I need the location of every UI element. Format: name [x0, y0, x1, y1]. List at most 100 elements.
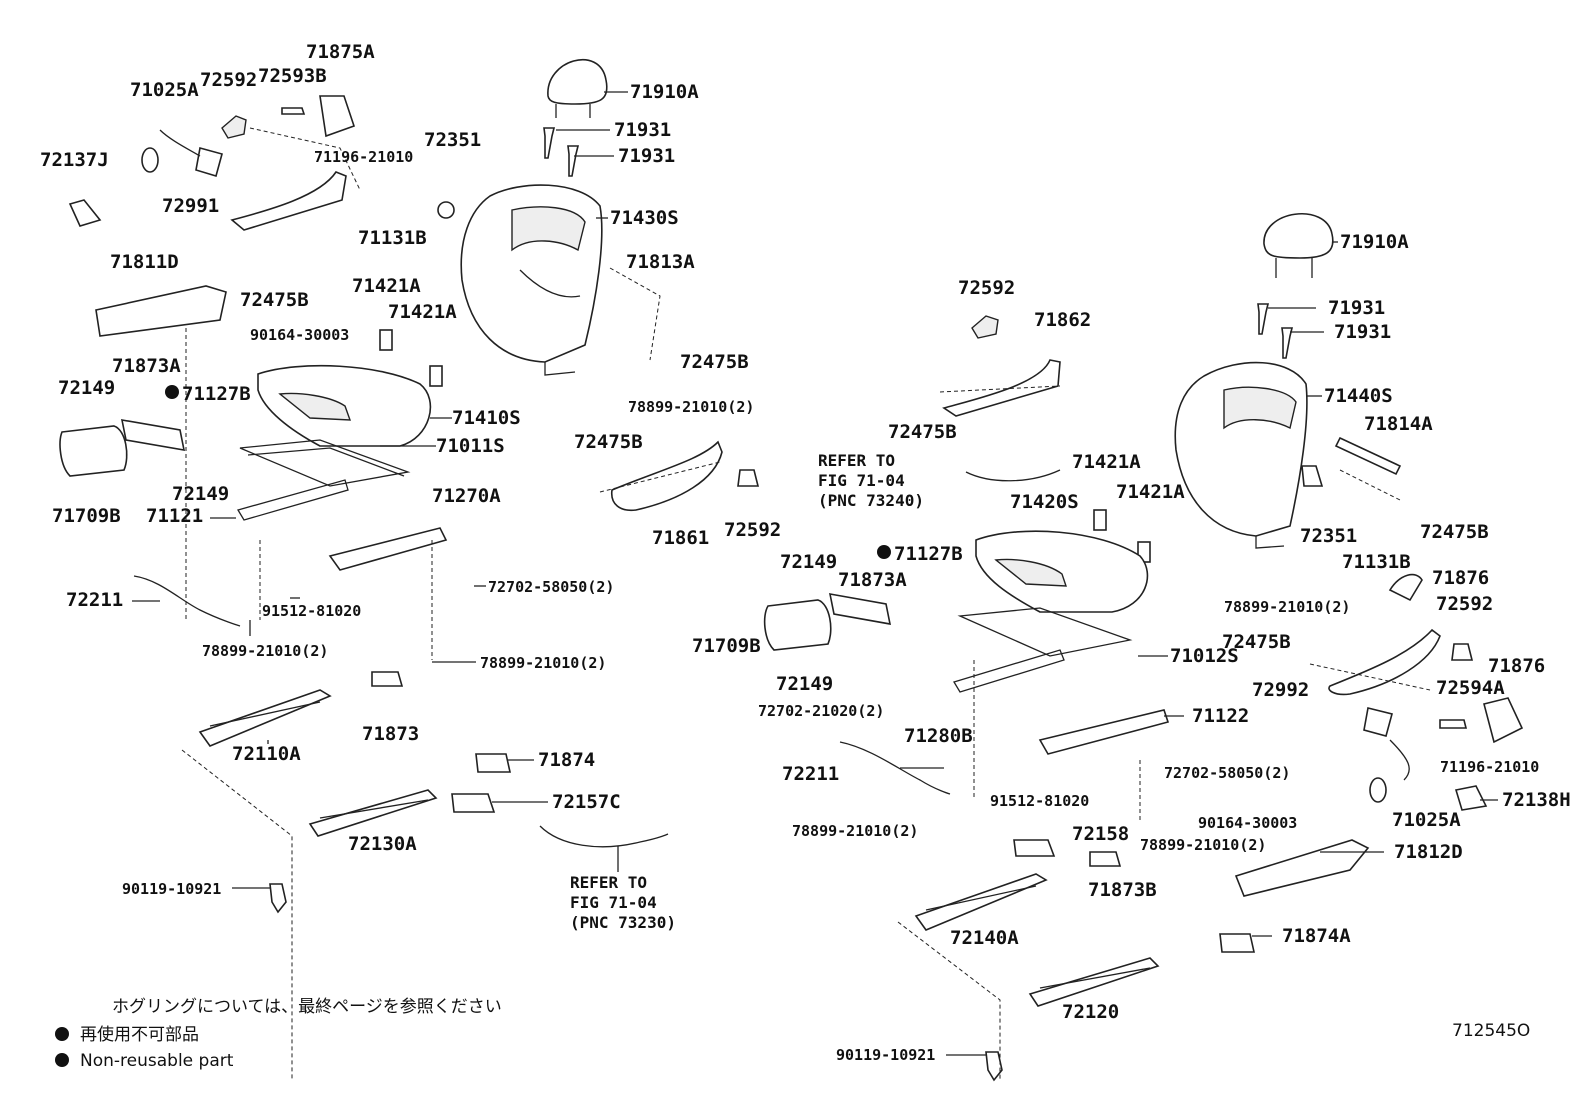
strap-71025A[interactable] — [195, 146, 223, 178]
svg-text:(PNC 73240): (PNC 73240) — [818, 491, 924, 510]
part-label: 71709B — [692, 635, 761, 657]
part-label: 71873B — [1088, 879, 1157, 901]
part-label: 71127B — [894, 543, 963, 565]
nonreusable-dot-legend — [55, 1027, 69, 1041]
part-label: 71011S — [436, 435, 505, 457]
bracket-71874 — [475, 753, 511, 773]
labels: 71875A 71025A 72592 72593B 72137J 71196-… — [40, 41, 1571, 1064]
nonreusable-dot-legend — [55, 1053, 69, 1067]
part-label: 72594A — [1436, 677, 1505, 699]
part-label: 71931 — [618, 145, 675, 167]
knob-cover-left[interactable] — [737, 469, 760, 487]
part-label: 72351 — [1300, 525, 1357, 547]
part-label: 90119-10921 — [122, 880, 221, 898]
part-label: 72211 — [66, 589, 123, 611]
cushion-frame-right — [953, 607, 1133, 693]
part-label: 71421A — [388, 301, 457, 323]
seat-track-72140A[interactable] — [914, 873, 1048, 931]
hinge-bracket-left[interactable] — [611, 440, 723, 512]
part-label: 71420S — [1010, 491, 1079, 513]
seat-cushion-right[interactable] — [975, 530, 1149, 613]
pad-71873A-left — [120, 419, 186, 451]
part-label: 78899-21010(2) — [480, 654, 606, 672]
seat-track-72130A[interactable] — [308, 789, 438, 837]
reference-left: REFER TO FIG 71-04 (PNC 73230) — [570, 873, 676, 932]
cover-72592-right[interactable] — [971, 315, 999, 339]
part-label: 71196-21010 — [1440, 758, 1539, 776]
wire-72211-right — [839, 741, 951, 795]
bracket-71270A[interactable] — [328, 527, 448, 571]
armrest-71709B-left[interactable] — [59, 425, 128, 477]
seat-track-72110A[interactable] — [198, 689, 332, 747]
springs-left — [379, 329, 443, 387]
part-label: 72592 — [724, 519, 781, 541]
part-label: 72110A — [232, 743, 301, 765]
part-label: 71875A — [306, 41, 375, 63]
side-panel-71811D[interactable] — [95, 285, 227, 337]
part-label: 90164-30003 — [250, 326, 349, 344]
nonreusable-dot — [165, 385, 179, 399]
headrest-left[interactable] — [547, 58, 608, 118]
part-label: 72475B — [240, 289, 309, 311]
part-label: 71812D — [1394, 841, 1463, 863]
cover-72592[interactable] — [221, 115, 247, 139]
svg-text:REFER TO: REFER TO — [570, 873, 647, 892]
headrest-right[interactable] — [1263, 213, 1334, 278]
part-label: 71931 — [1334, 321, 1391, 343]
part-label: 72475B — [680, 351, 749, 373]
knob-cover-72592-right[interactable] — [1451, 643, 1474, 661]
seat-back-left[interactable] — [460, 184, 603, 376]
leader-lines — [132, 91, 1498, 1056]
part-label: 72702-21020(2) — [758, 702, 884, 720]
armrest-71709B-right[interactable] — [763, 599, 832, 651]
part-label: 72592 — [1436, 593, 1493, 615]
svg-text:REFER TO: REFER TO — [818, 451, 895, 470]
part-label: 71410S — [452, 407, 521, 429]
part-label: 72211 — [782, 763, 839, 785]
headrest-guides-left — [543, 127, 580, 177]
part-label: 72120 — [1062, 1001, 1119, 1023]
springs-right — [1093, 509, 1151, 563]
part-label: 72475B — [888, 421, 957, 443]
part-label: 71440S — [1324, 385, 1393, 407]
pin-72594A — [1439, 719, 1468, 729]
part-label: 71196-21010 — [314, 148, 413, 166]
recliner-bracket-72991[interactable] — [230, 171, 347, 231]
part-label: 72149 — [780, 551, 837, 573]
recliner-bracket-71862[interactable] — [942, 359, 1061, 417]
part-label: 72149 — [172, 483, 229, 505]
headrest-guides-right — [1257, 303, 1294, 359]
seat-track-72120[interactable] — [1028, 957, 1160, 1007]
part-label: 91512-81020 — [990, 792, 1089, 810]
bracket-71873 — [371, 671, 404, 687]
part-label: 71127B — [182, 383, 251, 405]
part-label: 72351 — [424, 129, 481, 151]
bracket-71873B — [1089, 851, 1122, 867]
part-label: 78899-21010(2) — [1224, 598, 1350, 616]
hinge-bracket-72992[interactable] — [1328, 628, 1441, 696]
part-label: 71813A — [626, 251, 695, 273]
bracket-71874A — [1219, 933, 1255, 953]
part-label: 71025A — [1392, 809, 1461, 831]
part-label: 71873 — [362, 723, 419, 745]
part-label: 71709B — [52, 505, 121, 527]
part-label: 72157C — [552, 791, 621, 813]
bracket-71876-lower[interactable] — [1483, 697, 1524, 744]
assembly-lines — [181, 127, 1431, 1080]
bracket-71122[interactable] — [1038, 709, 1170, 755]
part-label: 72149 — [776, 673, 833, 695]
part-label: 72702-58050(2) — [488, 578, 614, 596]
side-panel-71812D[interactable] — [1234, 839, 1370, 897]
cover-72351-right — [1301, 465, 1324, 487]
lever-71876[interactable] — [1388, 573, 1423, 602]
part-label: 78899-21010(2) — [202, 642, 328, 660]
seat-cushion-left[interactable] — [257, 364, 432, 447]
bracket-71875A[interactable] — [319, 95, 356, 138]
svg-text:FIG 71-04: FIG 71-04 — [818, 471, 905, 490]
seat-back-right[interactable] — [1174, 361, 1308, 549]
clip-72137J — [68, 199, 102, 227]
cover-72157C — [451, 793, 496, 813]
part-label: 72702-58050(2) — [1164, 764, 1290, 782]
strap-71025A-right[interactable] — [1363, 707, 1393, 737]
